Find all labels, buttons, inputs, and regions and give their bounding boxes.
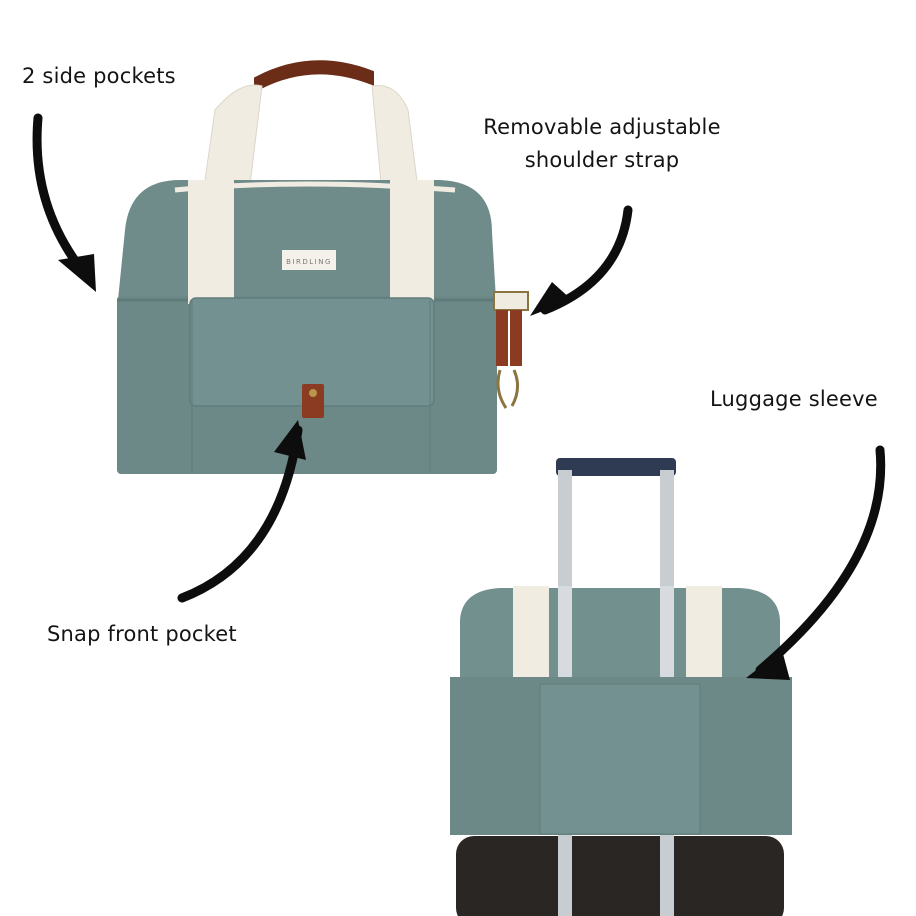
annotation-shoulder-strap-line1: Removable adjustable	[483, 115, 721, 139]
arrow-luggage-sleeve	[755, 445, 886, 675]
leather-handle	[254, 60, 374, 93]
annotation-shoulder-strap-line2: shoulder strap	[524, 148, 680, 172]
luggage-bag-image	[450, 458, 792, 916]
annotation-luggage-sleeve: Luggage sleeve	[710, 387, 878, 411]
annotation-side-pockets: 2 side pockets	[22, 64, 176, 88]
brand-label: BIRDLING	[286, 258, 332, 266]
arrowheads	[58, 254, 790, 680]
front-bag-image: BIRDLING	[117, 60, 529, 474]
arrow-front-pocket	[177, 425, 303, 603]
arrow-side-pockets	[32, 113, 95, 285]
annotation-snap-front-pocket: Snap front pocket	[47, 622, 237, 646]
